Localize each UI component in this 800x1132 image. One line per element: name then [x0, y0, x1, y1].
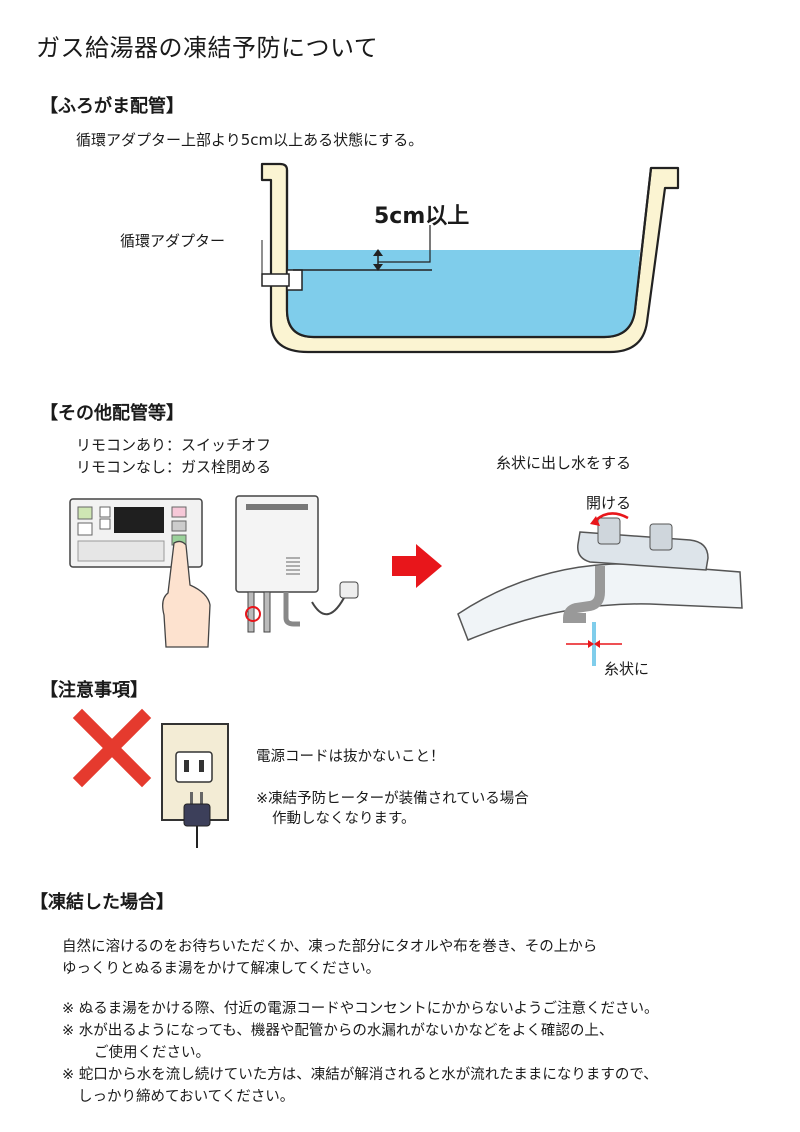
section-heading-furo: 【ふろがま配管】	[40, 96, 184, 117]
section-heading-frozen: 【凍結した場合】	[30, 892, 174, 913]
thread-label: 糸状に	[604, 660, 650, 678]
faucet-illustration	[457, 512, 743, 666]
frozen-note-1: ※ ぬるま湯をかける際、付近の電源コードやコンセントにかからないようご注意くださ…	[62, 1001, 659, 1017]
section-heading-caution: 【注意事項】	[40, 680, 148, 701]
remote-control-illustration	[69, 498, 211, 648]
page-title: ガス給湯器の凍結予防について	[36, 34, 379, 62]
thread-caption: 糸状に出し水をする	[496, 454, 632, 472]
caution-line-2: ※凍結予防ヒーターが装備されている場合	[256, 791, 529, 807]
section-heading-other: 【その他配管等】	[40, 403, 184, 424]
bathtub-illustration	[260, 162, 680, 354]
frozen-paragraph-1: 自然に溶けるのをお待ちいただくか、凍った部分にタオルや布を巻き、その上から	[62, 939, 598, 955]
power-outlet-icon	[161, 723, 229, 848]
remote-yes-text: リモコンあり：スイッチオフ	[76, 436, 272, 454]
adapter-label: 循環アダプター	[120, 232, 226, 250]
frozen-note-2a: ※ 水が出るようになっても、機器や配管からの水漏れがないかなどをよく確認の上、	[62, 1023, 614, 1039]
right-arrow-icon	[392, 544, 442, 588]
furo-instruction: 循環アダプター上部より5cm以上ある状態にする。	[76, 131, 424, 149]
frozen-note-3b: しっかり締めておいてください。	[78, 1089, 295, 1105]
frozen-note-3a: ※ 蛇口から水を流し続けていた方は、凍結が解消されると水が流れたままになりますの…	[62, 1067, 658, 1083]
frozen-paragraph-2: ゆっくりとぬるま湯をかけて解凍してください。	[62, 961, 381, 977]
frozen-note-2b: ご使用ください。	[94, 1045, 210, 1061]
water	[287, 250, 640, 337]
caution-line-1: 電源コードは抜かないこと！	[256, 749, 445, 765]
water-heater-illustration	[235, 495, 359, 633]
depth-label: 5cm以上	[374, 204, 470, 229]
open-label: 開ける	[586, 494, 632, 512]
remote-no-text: リモコンなし：ガス栓閉める	[76, 458, 272, 476]
caution-line-3: 作動しなくなります。	[272, 811, 416, 827]
prohibited-cross-icon	[72, 708, 152, 788]
